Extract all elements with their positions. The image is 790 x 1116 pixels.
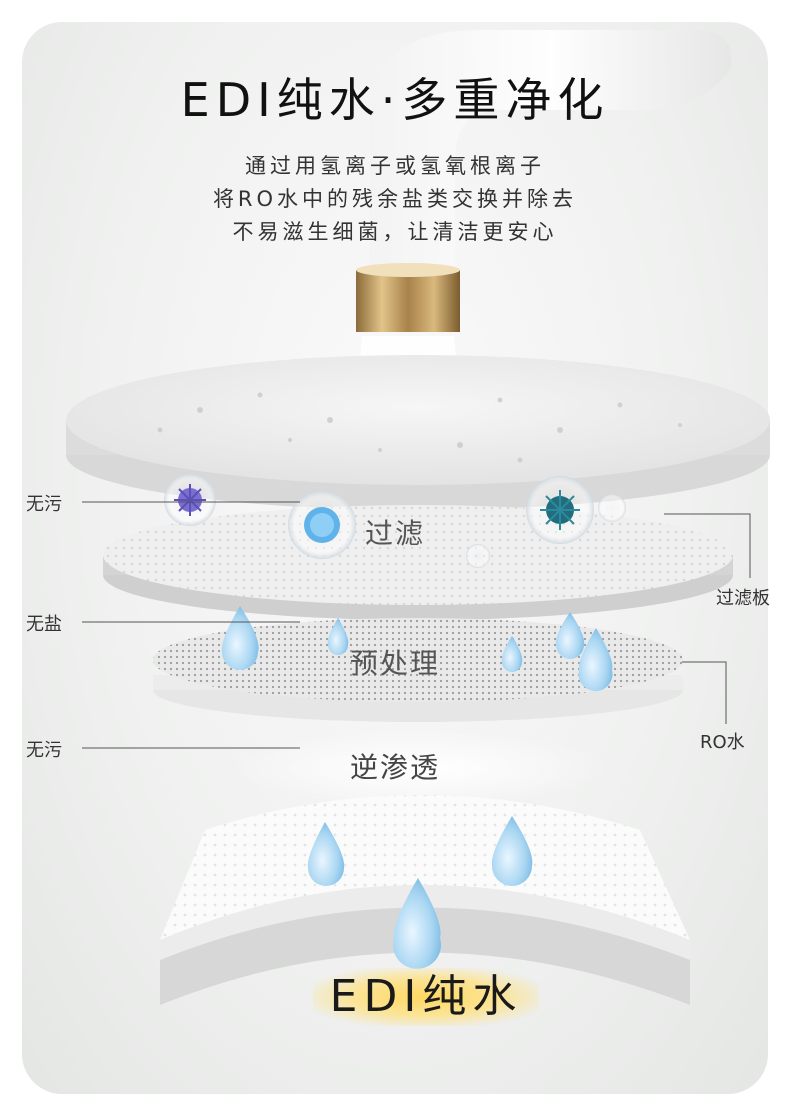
description-line-3: 不易滋生细菌，让清洁更安心 <box>232 220 558 244</box>
description-line-2: 将RO水中的残余盐类交换并除去 <box>212 187 578 211</box>
layer-label-pretreat: 预处理 <box>349 647 440 680</box>
callout-left-3: 无污 <box>26 740 62 761</box>
ro-glow <box>230 730 610 806</box>
disc-filter <box>103 505 733 620</box>
callout-left-1: 无污 <box>26 494 62 515</box>
faucet-pipe <box>370 30 732 270</box>
callout-right-1: 过滤板 <box>716 588 770 609</box>
faucet-nozzle <box>356 270 460 332</box>
microbe-bubble-center <box>288 491 356 559</box>
disc-top <box>66 355 770 510</box>
layer-label-ro: 逆渗透 <box>349 751 440 784</box>
microbe-bubble-left <box>164 474 216 526</box>
callout-lines <box>82 501 751 749</box>
page-title: EDI纯水·多重净化 <box>180 73 610 127</box>
water-droplets-bottom <box>307 816 533 969</box>
layer-label-final: EDI纯水 <box>313 968 539 1026</box>
microbe-bubble-right <box>526 476 594 544</box>
layer-label-filter: 过滤 <box>364 517 425 550</box>
disc-pretreat <box>153 618 683 722</box>
description-line-1: 通过用氢离子或氢氧根离子 <box>245 154 545 178</box>
callout-right-2: RO水 <box>700 732 745 753</box>
callout-left-2: 无盐 <box>26 614 62 635</box>
